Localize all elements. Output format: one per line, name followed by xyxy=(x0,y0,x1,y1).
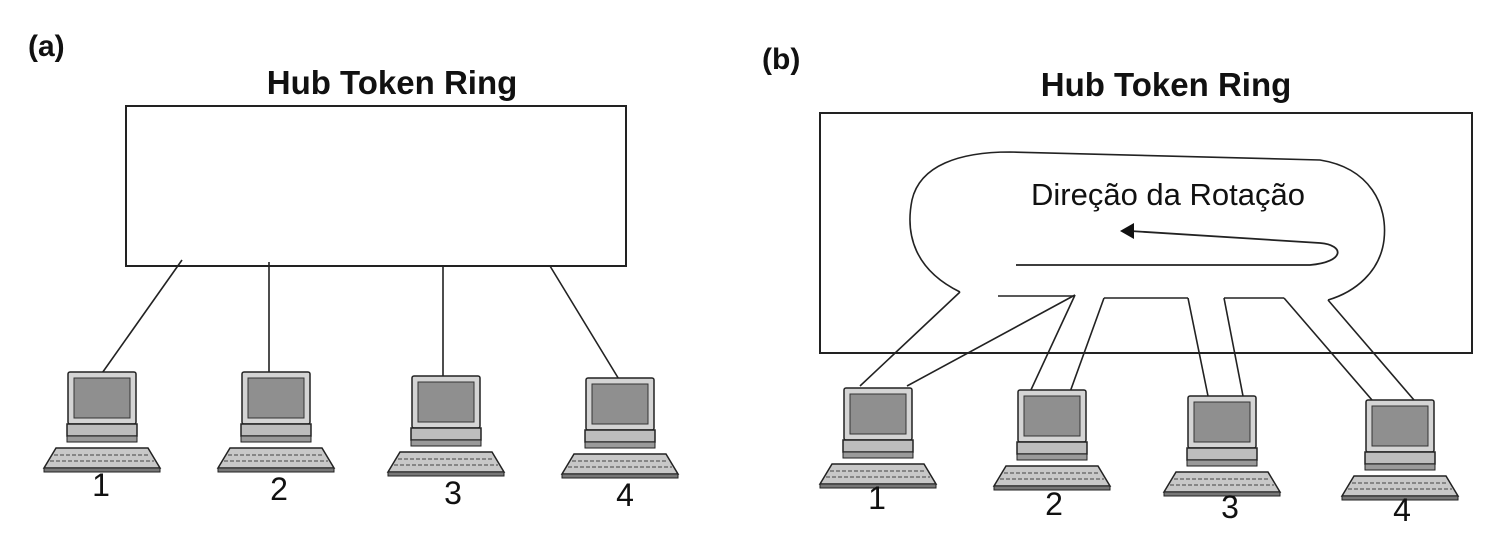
panel-b-ring-outer xyxy=(909,151,1386,301)
panel-a-computer-1-icon xyxy=(43,371,161,473)
panel-a-link-1 xyxy=(99,259,183,377)
panel-a-computer-4-icon xyxy=(561,377,679,479)
panel-b-arm-2a xyxy=(1029,294,1076,393)
panel-b-computer-2-label: 2 xyxy=(1045,486,1063,522)
panel-b: (b) Hub Token Ring Direção da Rotação 1 … xyxy=(762,43,1473,528)
panel-a: (a) Hub Token Ring 1 2 3 4 xyxy=(28,30,679,513)
panel-b-rotation-arrow xyxy=(1016,230,1339,266)
panel-a-link-4 xyxy=(549,265,621,382)
panel-b-arm-1b xyxy=(906,294,1076,387)
panel-a-computer-4-label: 4 xyxy=(616,477,634,513)
panel-b-rotation-label: Direção da Rotação xyxy=(1031,177,1305,212)
panel-b-arm-2b xyxy=(1069,297,1105,393)
panel-b-computer-4-label: 4 xyxy=(1393,492,1411,528)
panel-b-arm-4b xyxy=(1327,299,1415,401)
panel-b-arm-4a xyxy=(1283,297,1373,401)
panel-b-hub-box xyxy=(819,112,1473,354)
panel-a-label: (a) xyxy=(28,30,65,63)
panel-a-computer-2-icon xyxy=(217,371,335,473)
panel-b-hub-title: Hub Token Ring xyxy=(1041,66,1292,103)
panel-b-arm-3b xyxy=(1223,297,1244,397)
panel-b-computer-1-icon xyxy=(819,387,937,489)
panel-a-hub-box xyxy=(125,105,627,267)
panel-b-computer-1-label: 1 xyxy=(868,480,886,516)
panel-b-computer-2-icon xyxy=(993,389,1111,491)
panel-a-computer-3-label: 3 xyxy=(444,475,462,511)
panel-b-arm-1a xyxy=(859,291,961,387)
panel-a-computer-1-label: 1 xyxy=(92,467,110,503)
panel-b-computer-3-icon xyxy=(1163,395,1281,497)
panel-b-computer-3-label: 3 xyxy=(1221,489,1239,525)
panel-b-computer-4-icon xyxy=(1341,399,1459,501)
panel-a-hub-title: Hub Token Ring xyxy=(267,64,518,101)
panel-b-arrowhead-icon xyxy=(1120,223,1134,239)
panel-a-computer-3-icon xyxy=(387,375,505,477)
panel-b-label: (b) xyxy=(762,43,800,76)
panel-b-arm-3a xyxy=(1187,297,1209,397)
panel-a-computer-2-label: 2 xyxy=(270,471,288,507)
